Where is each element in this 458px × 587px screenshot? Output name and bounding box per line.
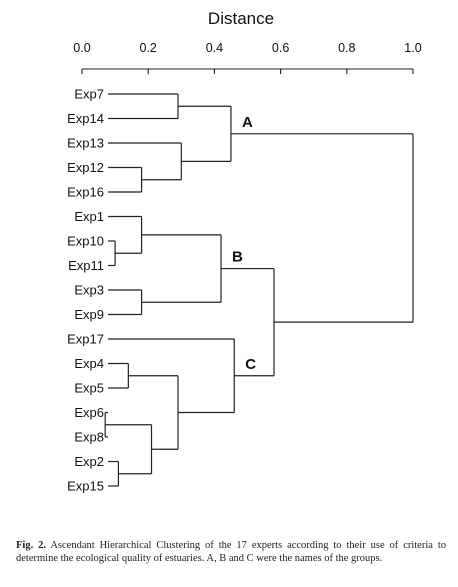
leaf-label: Exp10 <box>67 234 104 249</box>
axis-tick-label: 0.8 <box>338 41 355 55</box>
leaf-label: Exp13 <box>67 136 104 151</box>
leaf-label: Exp8 <box>74 430 104 445</box>
group-label-c: C <box>245 356 256 373</box>
leaf-label: Exp6 <box>74 405 104 420</box>
leaf-label: Exp14 <box>67 111 104 126</box>
leaf-label: Exp4 <box>74 356 104 371</box>
leaf-label: Exp3 <box>74 283 104 298</box>
leaf-labels: Exp7Exp14Exp13Exp12Exp16Exp1Exp10Exp11Ex… <box>67 87 104 494</box>
leaf-label: Exp2 <box>74 454 104 469</box>
group-label-a: A <box>242 114 253 131</box>
axis-tick-label: 0.0 <box>73 41 90 55</box>
leaf-label: Exp5 <box>74 381 104 396</box>
axis-tick-label: 0.2 <box>140 41 157 55</box>
axis-tick-label: 1.0 <box>404 41 421 55</box>
dendrogram-links <box>104 93 414 487</box>
distance-axis: 0.0 0.2 0.4 0.6 0.8 1.0 <box>73 41 422 74</box>
leaf-label: Exp15 <box>67 479 104 494</box>
axis-tick-label: 0.6 <box>272 41 289 55</box>
group-labels: A B C <box>232 114 256 373</box>
axis-title: Distance <box>208 9 274 28</box>
leaf-label: Exp16 <box>67 185 104 200</box>
figure-caption: Fig. 2. Ascendant Hierarchical Clusterin… <box>16 539 446 566</box>
group-label-b: B <box>232 249 243 266</box>
leaf-label: Exp12 <box>67 160 104 175</box>
caption-text: Ascendant Hierarchical Clustering of the… <box>16 540 447 565</box>
leaf-label: Exp11 <box>68 258 104 273</box>
axis-tick-label: 0.4 <box>206 41 223 55</box>
leaf-label: Exp17 <box>67 332 104 347</box>
caption-label: Fig. 2. <box>16 540 46 551</box>
leaf-label: Exp9 <box>74 307 104 322</box>
leaf-label: Exp7 <box>74 87 104 102</box>
leaf-label: Exp1 <box>74 209 104 224</box>
